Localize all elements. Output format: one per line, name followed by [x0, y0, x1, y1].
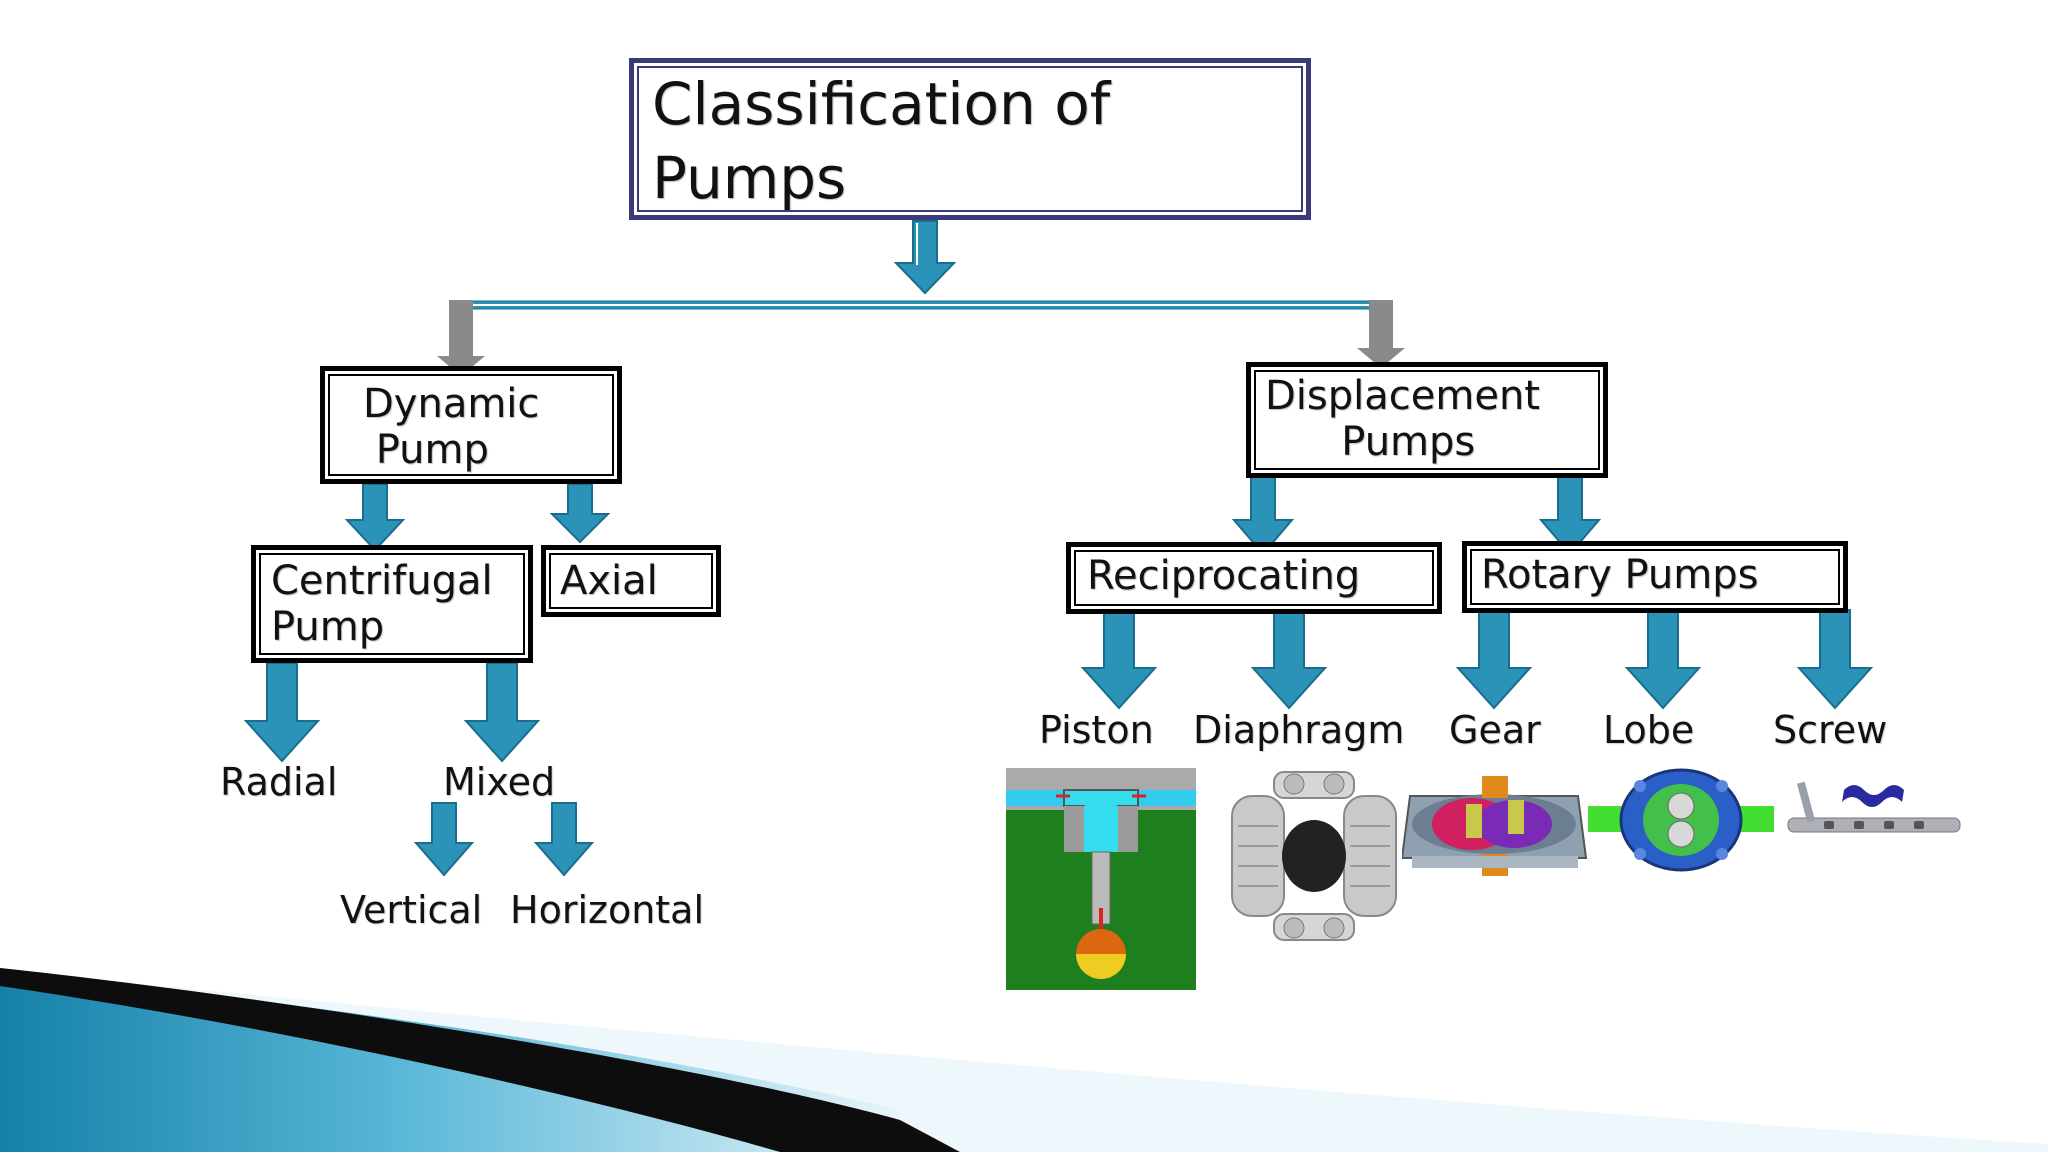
- arrow-mixed-horizontal: [533, 802, 595, 877]
- leaf-lobe: Lobe: [1603, 708, 1695, 752]
- leaf-diaphragm: Diaphragm: [1193, 708, 1405, 752]
- centrifugal-pump-box: Centrifugal Pump: [251, 545, 533, 663]
- arrow-dynamic-axial: [549, 483, 611, 544]
- leaf-horizontal: Horizontal: [510, 888, 705, 932]
- axial-label: Axial: [560, 558, 658, 604]
- arrow-centrifugal-radial: [243, 662, 321, 763]
- arrow-mixed-vertical: [413, 802, 475, 877]
- arrow-displacement-rotary: [1538, 471, 1602, 556]
- branch-line-highlight: [455, 304, 1380, 306]
- piston-pump-illustration: [1006, 768, 1196, 990]
- arrow-reciprocating-piston: [1080, 609, 1158, 710]
- arrow-displacement-reciprocating: [1231, 471, 1295, 556]
- leaf-radial: Radial: [220, 760, 338, 804]
- leaf-gear: Gear: [1449, 708, 1541, 752]
- reciprocating-label: Reciprocating: [1087, 553, 1361, 599]
- arrow-title-down: [893, 220, 957, 295]
- diaphragm-pump-illustration: [1224, 766, 1404, 946]
- arrow-rotary-lobe: [1624, 609, 1702, 710]
- lobe-pump-illustration: [1588, 766, 1774, 876]
- footer-swoosh: [0, 968, 2048, 1152]
- arrow-reciprocating-diaphragm: [1250, 609, 1328, 710]
- rotary-pumps-label: Rotary Pumps: [1481, 552, 1759, 598]
- screw-pump-illustration: [1784, 776, 1964, 846]
- leaf-mixed: Mixed: [443, 760, 556, 804]
- title-text: Classification of Pumps: [652, 70, 1111, 212]
- reciprocating-box: Reciprocating: [1066, 542, 1442, 614]
- title-box: Classification of Pumps: [629, 58, 1311, 220]
- gray-connector-left: [437, 300, 485, 376]
- dynamic-pump-label: Dynamic Pump: [363, 381, 540, 473]
- leaf-vertical: Vertical: [340, 888, 483, 932]
- rotary-pumps-box: Rotary Pumps: [1462, 541, 1848, 613]
- gray-connector-right: [1357, 300, 1405, 368]
- dynamic-pump-box: Dynamic Pump: [320, 366, 622, 484]
- arrow-rotary-gear: [1455, 609, 1533, 710]
- axial-box: Axial: [541, 545, 721, 617]
- leaf-screw: Screw: [1773, 708, 1888, 752]
- displacement-pumps-label: Displacement Pumps: [1265, 373, 1540, 465]
- centrifugal-pump-label: Centrifugal Pump: [271, 558, 493, 650]
- arrow-centrifugal-mixed: [463, 662, 541, 763]
- leaf-piston: Piston: [1039, 708, 1154, 752]
- arrow-rotary-screw: [1796, 609, 1874, 710]
- gear-pump-illustration: [1402, 766, 1588, 886]
- displacement-pumps-box: Displacement Pumps: [1246, 362, 1608, 478]
- arrow-dynamic-centrifugal: [344, 483, 406, 552]
